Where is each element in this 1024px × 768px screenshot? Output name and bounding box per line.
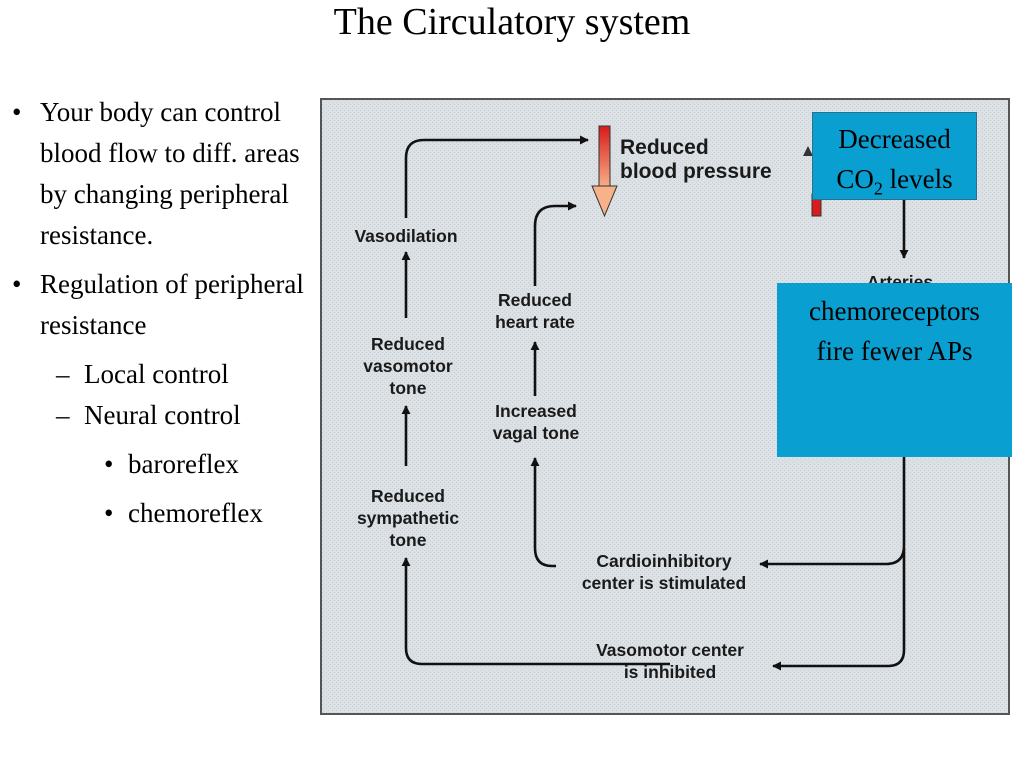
reduced-sympathetic-label: Reduced: [371, 486, 445, 506]
cardioinhibitory-to-vagal-arrow: [530, 457, 556, 568]
reduced-sympathetic-label: tone: [390, 530, 427, 550]
slide-title: The Circulatory system: [333, 1, 691, 43]
vasodilation-to-bp-arrow: [404, 135, 589, 218]
callout-text: fire fewer APs: [816, 336, 973, 366]
increased-vagal-label: Increased: [495, 401, 577, 421]
callout-text: CO2 levels: [813, 159, 976, 208]
vasomotor-center-to-sympathetic-arrow: [401, 557, 670, 666]
reduced-pressure-down-arrow-icon: [591, 125, 618, 218]
bullet-item: Regulation of peripheral resistance: [0, 264, 318, 346]
vasomotor-center-label: is inhibited: [624, 662, 716, 682]
cardioinhibitory-label: center is stimulated: [582, 573, 746, 593]
sub-bullet-item: Local control: [0, 354, 318, 395]
sub-sub-bullet-item: chemoreflex: [0, 493, 318, 534]
sub-sub-bullet-item: baroreflex: [0, 444, 318, 485]
co2-suffix: levels: [882, 164, 953, 194]
increased-vagal-label: vagal tone: [493, 423, 580, 443]
reduced-sympathetic-label: sympathetic: [357, 508, 459, 528]
reduced-bp-label: Reduced: [620, 136, 709, 159]
reduced-vasomotor-label: Reduced: [371, 334, 445, 354]
reduced-bp-label: blood pressure: [620, 160, 772, 183]
callout-text: Decreased: [838, 124, 951, 154]
hr-to-bp-arrow: [533, 201, 577, 286]
co2-subscript: 2: [873, 178, 883, 199]
co2-prefix: CO: [836, 164, 874, 194]
callout-text: chemoreceptors: [809, 296, 980, 326]
chemoreceptors-callout: chemoreceptors fire fewer APs: [777, 283, 1012, 457]
reduced-vasomotor-label: vasomotor: [363, 356, 453, 376]
reduced-hr-label: Reduced: [498, 290, 572, 310]
bullet-item: Your body can control blood flow to diff…: [0, 92, 318, 256]
vasomotor-center-label: Vasomotor center: [596, 640, 744, 660]
reduced-hr-label: heart rate: [495, 312, 575, 332]
cardioinhibitory-label: Cardioinhibitory: [596, 551, 731, 571]
to-vasomotor-center-arrow: [772, 548, 906, 671]
to-cardioinhibitory-arrow: [759, 453, 906, 569]
reduced-vasomotor-label: tone: [390, 378, 427, 398]
partial-arrow-icon: [803, 146, 813, 156]
bullet-list: Your body can control blood flow to diff…: [0, 92, 318, 534]
decreased-co2-callout: Decreased CO2 levels: [812, 112, 977, 200]
vasodilation-label: Vasodilation: [354, 226, 457, 246]
sub-bullet-item: Neural control: [0, 395, 318, 436]
